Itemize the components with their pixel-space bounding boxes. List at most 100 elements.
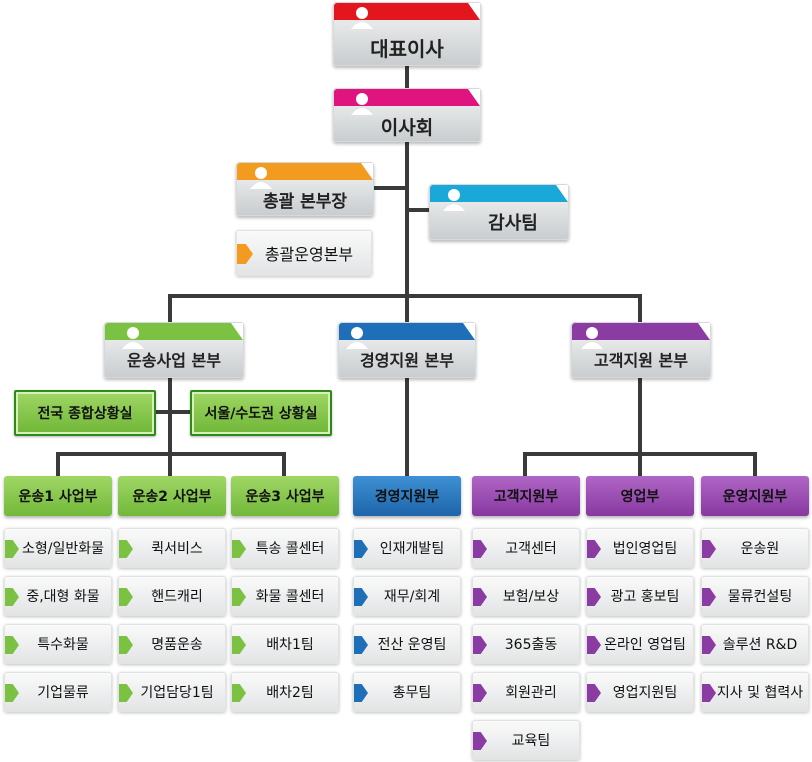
division-transport: 운송사업 본부 [104, 322, 244, 378]
team-label: 기업담당1팀 [140, 685, 214, 701]
team-label: 소형/일반화물 [22, 541, 104, 557]
gm-band [237, 163, 373, 180]
team-label: 교육팀 [511, 733, 551, 749]
board-box: 이사회 [333, 88, 481, 142]
team-label: 총무팀 [392, 685, 432, 701]
dept-operations: 운영지원부 [701, 476, 809, 516]
connector-line [56, 452, 60, 476]
team-box: 365출동 [472, 624, 580, 664]
team-label: 재무/회계 [383, 589, 441, 605]
person-icon [443, 189, 465, 211]
arrow-icon [232, 684, 246, 702]
team-box: 고객센터 [472, 528, 580, 568]
team-label: 물류컨설팅 [727, 589, 793, 605]
division-band [105, 323, 243, 340]
team-label: 전산 운영팀 [377, 637, 447, 653]
arrow-icon [232, 588, 246, 606]
team-box: 회원관리 [472, 672, 580, 712]
team-box: 특수화물 [4, 624, 112, 664]
division-label: 고객지원 본부 [594, 351, 688, 370]
dept-transport1: 운송1 사업부 [4, 476, 112, 516]
team-label: 솔루션 R&D [722, 637, 798, 653]
team-box: 퀵서비스 [118, 528, 226, 568]
team-box: 물류컨설팅 [701, 576, 809, 616]
situation-room-seoul: 서울/수도권 상황실 [190, 390, 332, 436]
person-icon [250, 167, 272, 189]
team-box: 핸드캐리 [118, 576, 226, 616]
ceo-label: 대표이사 [370, 37, 444, 61]
arrow-icon [354, 684, 368, 702]
arrow-icon [473, 636, 487, 654]
connector-line [168, 294, 172, 324]
team-box: 영업지원팀 [586, 672, 694, 712]
person-icon [351, 93, 373, 115]
arrow-icon [5, 636, 19, 654]
team-box: 중,대형 화물 [4, 576, 112, 616]
arrow-icon [232, 540, 246, 558]
team-label: 화물 콜센터 [255, 589, 325, 605]
arrow-icon [702, 588, 716, 606]
team-box: 총무팀 [353, 672, 461, 712]
board-label: 이사회 [380, 117, 434, 139]
arrow-icon [354, 588, 368, 606]
connector-line [282, 452, 286, 476]
team-box: 명품운송 [118, 624, 226, 664]
connector-line [638, 376, 642, 454]
connector-line [374, 186, 408, 190]
arrow-icon [5, 540, 19, 558]
gm-sub-box: 총괄운영본부 [236, 230, 372, 276]
arrow-icon [232, 636, 246, 654]
team-box: 운송원 [701, 528, 809, 568]
board-band [334, 89, 480, 106]
team-label: 지사 및 협력사 [716, 685, 804, 701]
connector-line [168, 452, 172, 476]
team-label: 특수화물 [37, 637, 89, 653]
division-band [572, 323, 710, 340]
team-label: 배차1팀 [266, 637, 314, 653]
team-label: 인재개발팀 [379, 541, 445, 557]
connector-line [523, 452, 527, 476]
team-box: 보험/보상 [472, 576, 580, 616]
arrow-icon [119, 588, 133, 606]
dept-transport3: 운송3 사업부 [231, 476, 339, 516]
connector-line [405, 66, 409, 90]
team-label: 퀵서비스 [151, 541, 203, 557]
team-box: 기업담당1팀 [118, 672, 226, 712]
team-box: 배차2팀 [231, 672, 339, 712]
team-label: 보험/보상 [502, 589, 560, 605]
arrow-icon [354, 636, 368, 654]
dept-sales: 영업부 [586, 476, 694, 516]
division-label: 경영지원 본부 [360, 351, 454, 370]
person-icon [346, 327, 368, 349]
connector-line [753, 452, 757, 476]
arrow-icon [5, 588, 19, 606]
team-box: 인재개발팀 [353, 528, 461, 568]
division-customer: 고객지원 본부 [571, 322, 711, 378]
connector-line [638, 452, 642, 476]
team-box: 법인영업팀 [586, 528, 694, 568]
gm-label: 총괄 본부장 [262, 192, 348, 212]
connector-line [638, 294, 642, 324]
team-label: 배차2팀 [266, 685, 314, 701]
connector-line [152, 410, 192, 414]
audit-label: 감사팀 [488, 213, 538, 234]
connector-line [405, 208, 431, 212]
arrow-icon [473, 732, 487, 750]
division-management: 경영지원 본부 [338, 322, 476, 378]
connector-line [405, 140, 409, 297]
gm-box: 총괄 본부장 [236, 162, 374, 216]
team-label: 핸드캐리 [151, 589, 203, 605]
team-label: 중,대형 화물 [26, 589, 100, 605]
person-icon [581, 327, 603, 349]
team-box: 기업물류 [4, 672, 112, 712]
team-box: 전산 운영팀 [353, 624, 461, 664]
team-label: 365출동 [504, 637, 558, 653]
team-label: 특송 콜센터 [255, 541, 325, 557]
arrow-icon [702, 636, 716, 654]
team-label: 고객센터 [505, 541, 557, 557]
team-box: 특송 콜센터 [231, 528, 339, 568]
team-box: 화물 콜센터 [231, 576, 339, 616]
team-box: 솔루션 R&D [701, 624, 809, 664]
team-label: 법인영업팀 [612, 541, 678, 557]
connector-line [405, 294, 409, 324]
